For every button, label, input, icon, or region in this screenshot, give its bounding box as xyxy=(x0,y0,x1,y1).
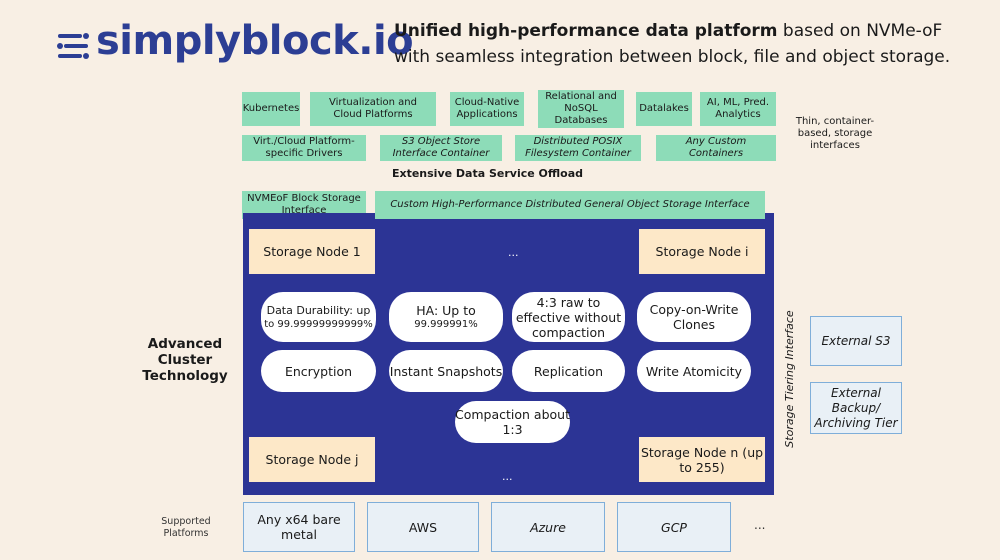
feature-replication: Replication xyxy=(512,350,625,392)
advanced-cluster-label: Advanced Cluster Technology xyxy=(142,336,228,384)
storage-node-i: Storage Node i xyxy=(639,229,765,274)
feature-cow: Copy-on-Write Clones xyxy=(637,292,751,342)
app-box-cloud-native: Cloud-Native Applications xyxy=(450,92,524,126)
platform-aws: AWS xyxy=(367,502,479,552)
storage-tiering-label: Storage Tiering Interface xyxy=(783,310,796,448)
feature-durability: Data Durability: up to 99.99999999999% xyxy=(261,292,376,342)
platform-bare-metal: Any x64 bare metal xyxy=(243,502,355,552)
storage-node-j: Storage Node j xyxy=(249,437,375,482)
external-s3-box: External S3 xyxy=(810,316,902,366)
feature-ha: HA: Up to 99.999991% xyxy=(389,292,503,342)
nodes-ellipsis-top: ... xyxy=(508,246,519,259)
container-box-drivers: Virt./Cloud Platform-specific Drivers xyxy=(242,135,366,161)
storage-node-n: Storage Node n (up to 255) xyxy=(639,437,765,482)
side-note: Thin, container-based, storage interface… xyxy=(795,116,875,151)
platform-gcp: GCP xyxy=(617,502,731,552)
app-box-databases: Relational and NoSQL Databases xyxy=(538,90,624,128)
offload-label: Extensive Data Service Offload xyxy=(391,167,584,180)
app-box-virtualization: Virtualization and Cloud Platforms xyxy=(310,92,436,126)
app-box-kubernetes: Kubernetes xyxy=(242,92,300,126)
feature-raw-effective: 4:3 raw to effective without compaction xyxy=(512,292,625,342)
feature-encryption: Encryption xyxy=(261,350,376,392)
app-box-ai-ml: AI, ML, Pred. Analytics xyxy=(700,92,776,126)
container-box-s3: S3 Object Store Interface Container xyxy=(380,135,502,161)
durability-line2: to 99.99999999999% xyxy=(264,319,373,330)
ha-line2: 99.999991% xyxy=(414,319,478,330)
feature-snapshots: Instant Snapshots xyxy=(389,350,503,392)
platforms-label: Supported Platforms xyxy=(161,516,211,539)
platforms-ellipsis: ... xyxy=(754,518,766,532)
nodes-ellipsis-bottom: ... xyxy=(502,470,513,483)
logo-icon xyxy=(57,33,89,59)
container-box-custom: Any Custom Containers xyxy=(656,135,776,161)
tagline: Unified high-performance data platform b… xyxy=(394,18,974,70)
ha-line1: HA: Up to xyxy=(416,303,476,318)
object-interface-box: Custom High-Performance Distributed Gene… xyxy=(375,191,765,219)
storage-node-1: Storage Node 1 xyxy=(249,229,375,274)
feature-atomicity: Write Atomicity xyxy=(637,350,751,392)
tagline-rest: based on NVMe-oF with seamless integrati… xyxy=(394,21,951,67)
platform-azure: Azure xyxy=(491,502,605,552)
durability-line1: Data Durability: up xyxy=(266,304,371,317)
feature-compaction: Compaction about 1:3 xyxy=(455,401,570,443)
container-box-posix: Distributed POSIX Filesystem Container xyxy=(515,135,641,161)
tagline-bold: Unified high-performance data platform xyxy=(394,21,778,41)
external-backup-box: External Backup/ Archiving Tier xyxy=(810,382,902,434)
app-box-datalakes: Datalakes xyxy=(636,92,692,126)
logo-text: simplyblock.io xyxy=(96,18,414,64)
